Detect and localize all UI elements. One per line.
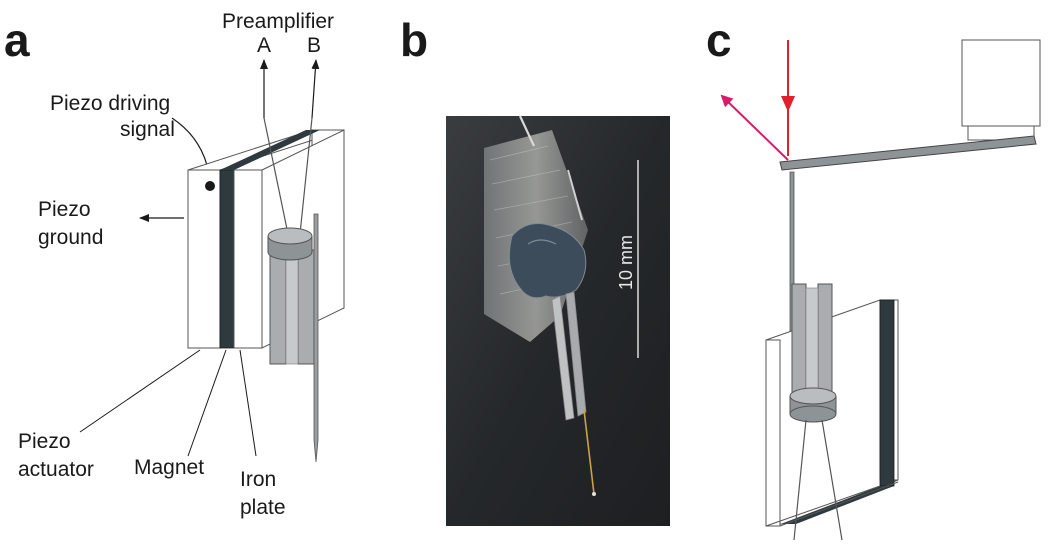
panel-a-letter: a <box>4 14 30 66</box>
channel-b-label: B <box>307 34 321 57</box>
fork-wire-b <box>299 117 313 235</box>
panel-c-letter: c <box>706 14 732 66</box>
leader-magnet <box>187 349 227 457</box>
piezo-box <box>187 129 345 349</box>
driving-signal-dot <box>205 181 215 191</box>
piezo-ground-label-2: ground <box>38 226 103 249</box>
leader-iron-plate <box>239 349 257 457</box>
fork-base-c <box>789 405 837 423</box>
piezo-driving-label-2: signal <box>120 118 175 141</box>
magnet-label: Magnet <box>134 456 204 479</box>
magnet-strip <box>219 169 235 349</box>
panel-b: b <box>400 14 670 526</box>
piezo-actuator-label-1: Piezo <box>18 430 71 453</box>
piezo-ground-label-1: Piezo <box>38 198 91 221</box>
iron-plate-label-2: plate <box>240 496 286 519</box>
panel-b-letter: b <box>400 14 428 66</box>
panel-c: c <box>706 14 1041 541</box>
tip-needle <box>313 213 319 463</box>
cantilever-beam <box>779 135 1037 171</box>
sensor-photo: 10 mm <box>446 115 670 526</box>
scale-bar-label: 10 mm <box>616 235 636 290</box>
magnet-strip-c <box>879 299 895 487</box>
fork-prong-left <box>269 249 287 365</box>
laser-incident-arrowhead <box>781 96 795 112</box>
iron-plate <box>233 169 263 349</box>
fork-prong-c-left <box>791 283 807 395</box>
piezo-actuator-label-2: actuator <box>18 458 94 481</box>
fork-wire-c-b <box>821 419 843 541</box>
fork-prong-right <box>297 249 315 365</box>
laser-reflected <box>720 94 789 161</box>
panel-a: a Preamplifier A B Piezo driving signal … <box>4 10 345 519</box>
fork-prong-c-right <box>817 283 833 395</box>
cantilever-holder <box>961 39 1041 127</box>
wire-b-arrow <box>311 59 320 119</box>
piezo-driving-label-1: Piezo driving <box>50 92 170 115</box>
photo-needle <box>583 409 595 495</box>
iron-plate-label-1: Iron <box>240 468 276 491</box>
fork-wire-a <box>263 117 289 235</box>
preamplifier-label: Preamplifier <box>222 10 334 33</box>
channel-a-label: A <box>257 34 271 57</box>
fork-wire-c-a <box>793 419 807 541</box>
leader-piezo-actuator <box>79 349 201 433</box>
